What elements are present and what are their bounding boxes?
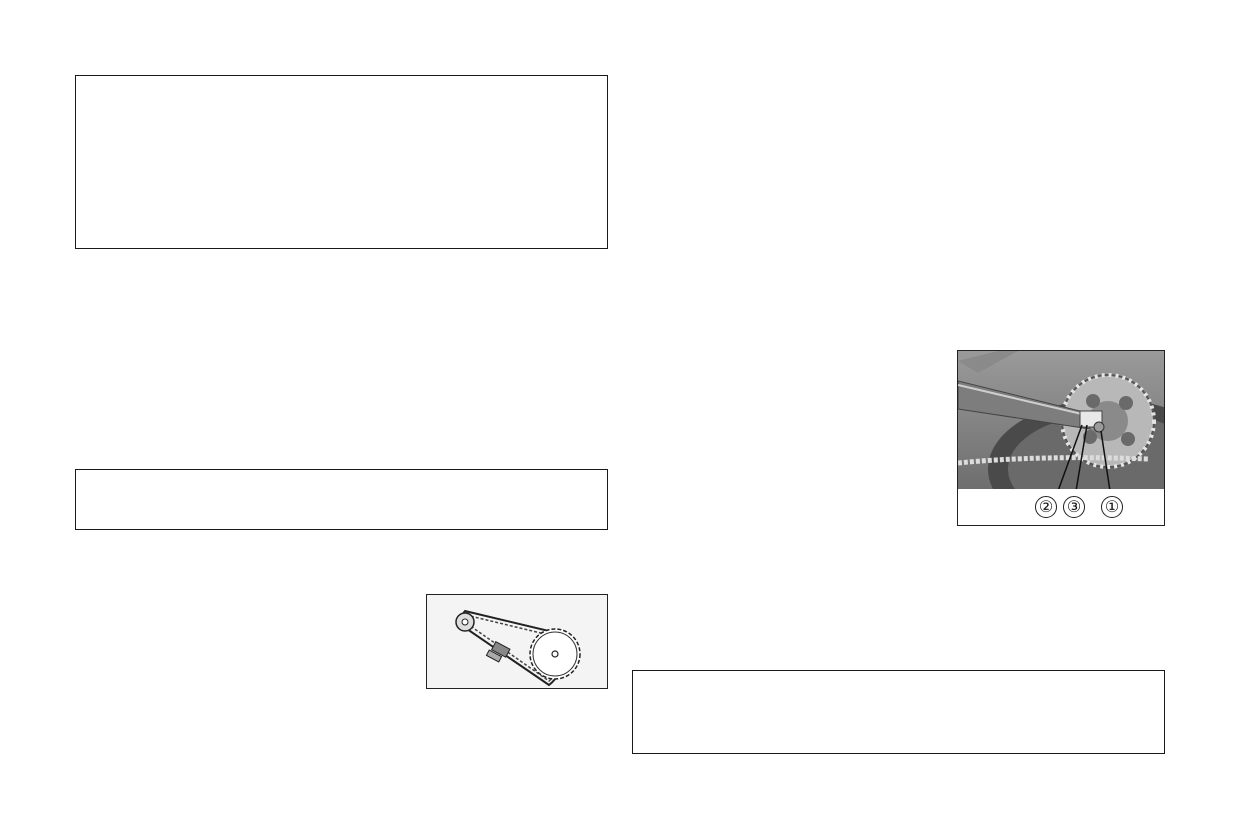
notice-box-top <box>75 75 608 249</box>
notice-box-bottom <box>632 670 1165 754</box>
chain-guide <box>490 641 511 658</box>
callout-1: ① <box>1101 496 1123 518</box>
notice-box-middle <box>75 469 608 530</box>
callout-2: ② <box>1035 496 1057 518</box>
callout-row: ② ③ ① <box>958 489 1164 525</box>
rear-axle-adjuster-photo: ② ③ ① <box>957 350 1165 526</box>
drive-chain-illustration <box>426 594 608 689</box>
callout-3: ③ <box>1063 496 1085 518</box>
swingarm-photo <box>958 351 1164 489</box>
chain-sprocket-drawing <box>427 595 607 688</box>
